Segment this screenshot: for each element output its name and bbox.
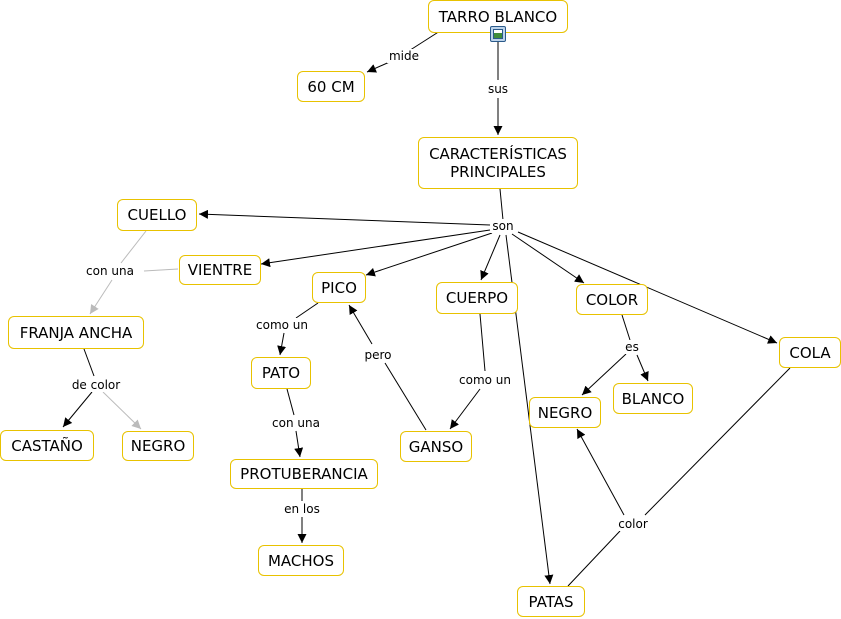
link-label-de-color: de color [69, 378, 123, 392]
link-label-en-los: en los [282, 502, 322, 516]
connector-decolor-negro [102, 391, 142, 430]
link-label-como-un-pico: como un [254, 318, 310, 332]
connector-color-es [621, 314, 631, 341]
concept-color-label: COLOR [585, 290, 639, 309]
concept-cuello[interactable]: CUELLO [117, 199, 197, 231]
connector-es-blanco [636, 354, 649, 382]
connector-pato-conuna [286, 388, 295, 416]
connector-son-color [511, 233, 585, 284]
link-label-mide: mide [386, 49, 422, 63]
concept-franja-ancha[interactable]: FRANJA ANCHA [8, 316, 144, 349]
concept-protuberancia-label: PROTUBERANCIA [240, 465, 368, 483]
concept-blanco[interactable]: BLANCO [613, 383, 693, 414]
connector-pico-comoun [295, 302, 319, 319]
connector-es-negro [581, 353, 627, 396]
connector-son-cuerpo [480, 234, 501, 281]
concept-caracteristicas-label-line1: CARACTERÍSTICAS [429, 145, 567, 163]
concept-franja-ancha-label: FRANJA ANCHA [19, 323, 133, 342]
concept-castano-label: CASTAÑO [11, 436, 83, 455]
connector-patas-color [567, 530, 621, 587]
concept-pico-label: PICO [321, 278, 357, 297]
link-label-como-un-cuerpo: como un [457, 373, 513, 387]
concept-60-cm[interactable]: 60 CM [297, 71, 365, 102]
connector-cuerpo-comoun [479, 313, 486, 372]
image-resource-icon[interactable] [490, 26, 506, 42]
link-label-con-una-pato: con una [270, 416, 322, 430]
connector-decolor-castano [62, 391, 93, 428]
concept-negro-color[interactable]: NEGRO [529, 397, 601, 428]
concept-cuerpo[interactable]: CUERPO [436, 282, 518, 314]
connector-conuna-franja [89, 279, 113, 315]
connector-color-negro [576, 428, 625, 516]
concept-pico[interactable]: PICO [312, 272, 366, 303]
concept-color[interactable]: COLOR [576, 284, 648, 315]
concept-negro-franja[interactable]: NEGRO [122, 431, 194, 461]
concept-pato-label: PATO [261, 364, 301, 382]
concept-machos-label: MACHOS [267, 551, 335, 570]
connector-son-vientre [260, 229, 491, 268]
concept-pato[interactable]: PATO [251, 357, 311, 389]
connector-son-pico [365, 232, 493, 277]
concept-60-cm-label: 60 CM [307, 77, 355, 96]
concept-ganso-label: GANSO [408, 437, 464, 456]
concept-vientre-label: VIENTRE [187, 261, 253, 279]
link-label-con-una-vientre: con una [84, 264, 136, 278]
connector-son-cuello [198, 209, 491, 226]
concept-negro-franja-label: NEGRO [130, 437, 186, 455]
connector-conuna-protuberancia [294, 430, 304, 458]
concept-vientre[interactable]: VIENTRE [179, 255, 261, 285]
concept-negro-color-label: NEGRO [537, 403, 593, 422]
connector-franja-decolor [83, 348, 95, 377]
concept-machos[interactable]: MACHOS [258, 545, 344, 576]
concept-cola[interactable]: COLA [779, 337, 841, 368]
link-label-pero: pero [362, 348, 394, 362]
concept-protuberancia[interactable]: PROTUBERANCIA [230, 459, 378, 489]
connector-comoun-pato [277, 332, 287, 356]
concept-cola-label: COLA [789, 343, 831, 362]
link-label-son: son [490, 219, 516, 233]
connector-pero-pico [348, 304, 373, 345]
link-label-color: color [616, 517, 650, 531]
concept-caracteristicas-principales[interactable]: CARACTERÍSTICAS PRINCIPALES [418, 137, 578, 189]
connector-comoun-ganso [449, 388, 481, 430]
connector-cola-color [644, 367, 791, 516]
concept-patas[interactable]: PATAS [517, 586, 585, 617]
connector-cuello-conuna [120, 230, 147, 264]
link-label-sus: sus [485, 82, 511, 96]
connector-caracteristicas-son [499, 188, 504, 221]
concept-blanco-label: BLANCO [621, 389, 685, 408]
concept-cuello-label: CUELLO [127, 206, 187, 224]
connector-ganso-pero [384, 362, 427, 431]
link-label-es: es [623, 340, 641, 354]
concept-tarro-blanco-label: TARRO BLANCO [438, 7, 558, 26]
concept-cuerpo-label: CUERPO [445, 289, 509, 307]
connector-vientre-conuna [143, 268, 179, 272]
concept-caracteristicas-label-line2: PRINCIPALES [450, 163, 546, 181]
concept-patas-label: PATAS [528, 592, 574, 611]
concept-castano[interactable]: CASTAÑO [0, 430, 94, 461]
concept-ganso[interactable]: GANSO [400, 431, 472, 462]
